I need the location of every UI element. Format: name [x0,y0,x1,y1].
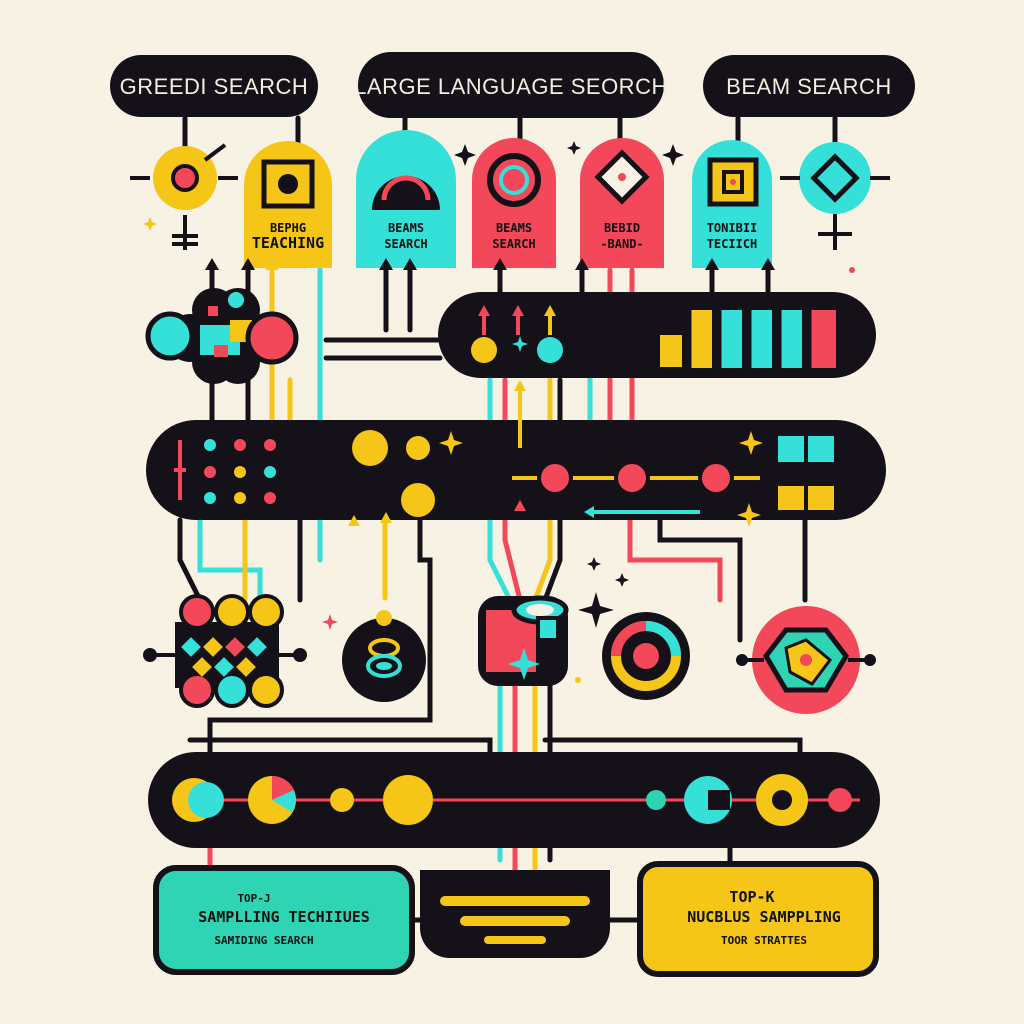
bottom-center-lamp [420,870,610,958]
badge-beams-search-1-line2: SEARCH [384,237,427,251]
sun-node-icon [130,143,238,250]
bottom-box-right: TOP-K NUCBLUS SAMPPLING TOOR STRATTES [637,861,879,977]
bottom-box-left-line2: SAMPLLING TECHIIUES [198,908,370,926]
bottom-box-right-line2: NUCBLUS SAMPPLING [687,908,841,926]
lower-left-node-cluster [143,594,338,708]
gem-icon [736,606,876,714]
badge-teaching-line2: TEACHING [252,234,324,252]
badge-beams-search-2-line1: BEAMS [496,221,532,235]
sparkle-icons [143,141,855,273]
badge-beams-search-2: BEAMS SEARCH [472,138,556,268]
header-pill-greedy: GREEDI SEARCH [110,55,318,117]
header-pill-llm: LARGE LANGUAGE SEORCH [354,52,668,118]
badge-beams-search-1-line1: BEAMS [388,221,424,235]
left-node-cluster [145,288,299,384]
badge-bebid-band-line2: -BAND- [600,237,643,251]
bottom-box-left-line1: TOP-J [237,892,270,905]
badge-bebid-band-line1: BEBID [604,221,640,235]
diamond-node-icon [780,142,890,250]
header-pill-greedy-label: GREEDI SEARCH [120,74,309,99]
badge-teaching: BEPHG TEACHING [244,141,332,268]
middle-sparkles [575,557,629,683]
upper-processing-bar [438,292,876,378]
bottom-box-right-line1: TOP-K [729,888,774,906]
bottom-box-left-line3: SAMIDING SEARCH [214,934,313,947]
badge-bebid-band: BEBID -BAND- [580,138,664,268]
header-pill-beam-label: BEAM SEARCH [726,74,892,99]
badge-teaching-line1: BEPHG [270,221,306,235]
donut-node-icon [602,612,690,700]
badge-technique-line1: TONIBII [707,221,758,235]
badge-beams-search-1: BEAMS SEARCH [356,130,456,268]
badge-technique: TONIBII TECIICH [692,140,772,268]
header-pill-beam: BEAM SEARCH [703,55,915,117]
badge-technique-line2: TECIICH [707,237,758,251]
middle-processing-bar [146,380,886,527]
target-icon [487,153,541,207]
bottom-box-left: TOP-J SAMPLLING TECHIIUES SAMIDING SEARC… [153,865,415,975]
bottom-box-right-line3: TOOR STRATTES [721,934,807,947]
badge-beams-search-2-line2: SEARCH [492,237,535,251]
cylinder-icon [478,595,569,686]
lower-processing-bar [148,752,880,848]
eye-icon [342,610,426,702]
arrow-up-markers [205,258,775,270]
header-pill-llm-label: LARGE LANGUAGE SEORCH [354,74,668,99]
